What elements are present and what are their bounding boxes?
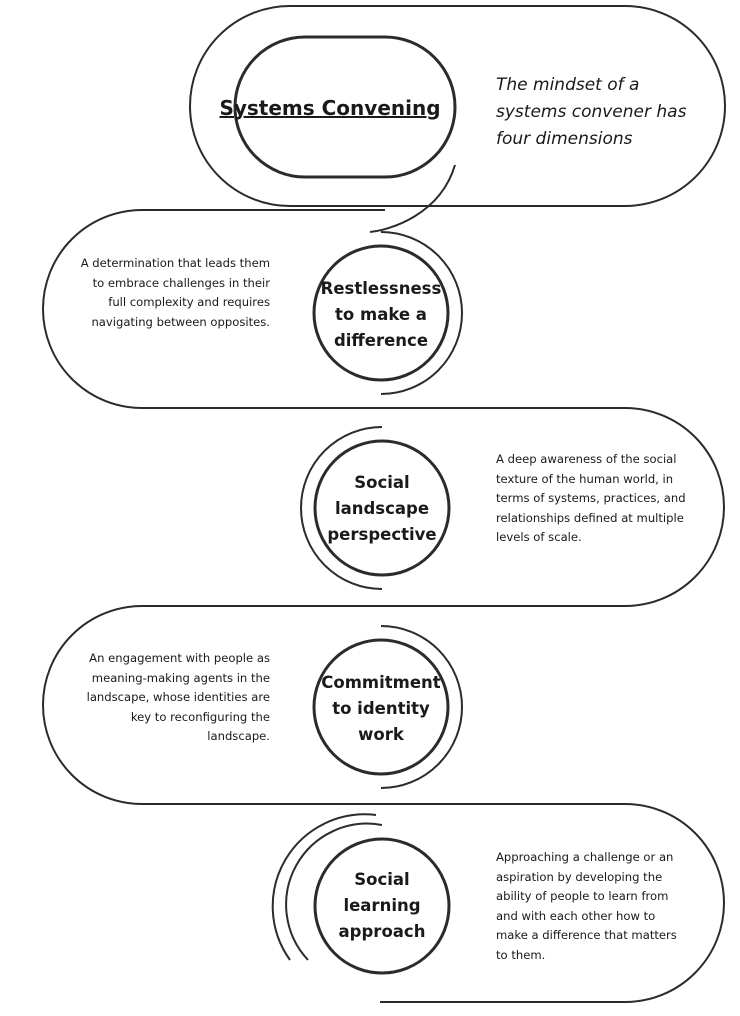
row3-swirl <box>380 625 463 789</box>
row4-swirl <box>285 822 383 961</box>
dimension-label-social-landscape: Social landscape perspective <box>327 473 437 544</box>
dimension-description-social-learning: Approaching a challenge or an aspiration… <box>496 850 677 962</box>
row2-pill <box>380 407 725 607</box>
row3-circle <box>312 638 450 776</box>
dimension-label-social-learning: Social learning approach <box>338 870 426 941</box>
title-inner-pill <box>233 35 457 179</box>
row2-swirl <box>300 426 383 590</box>
dimension-description-identity-work: An engagement with people as meaning-mak… <box>86 651 270 744</box>
row1-circle <box>312 244 450 382</box>
tail-curl <box>271 813 377 961</box>
dimension-description-restlessness: A determination that leads them to embra… <box>80 256 270 329</box>
title-outer-ring <box>189 5 726 207</box>
diagram-title: Systems Convening <box>219 96 441 120</box>
dimension-label-restlessness: Restlessness to make a difference <box>320 279 442 350</box>
row4-pill <box>380 803 725 1003</box>
row1-pill <box>42 209 385 409</box>
intro-text: The mindset of a systems convener has fo… <box>496 75 687 149</box>
row3-pill <box>42 605 385 805</box>
connector-ring <box>369 164 456 233</box>
row2-circle <box>313 439 451 577</box>
dimension-label-identity-work: Commitment to identity work <box>321 673 441 744</box>
row1-swirl <box>380 231 463 395</box>
row4-circle <box>313 837 451 975</box>
dimension-description-social-landscape: A deep awareness of the social texture o… <box>496 452 686 545</box>
